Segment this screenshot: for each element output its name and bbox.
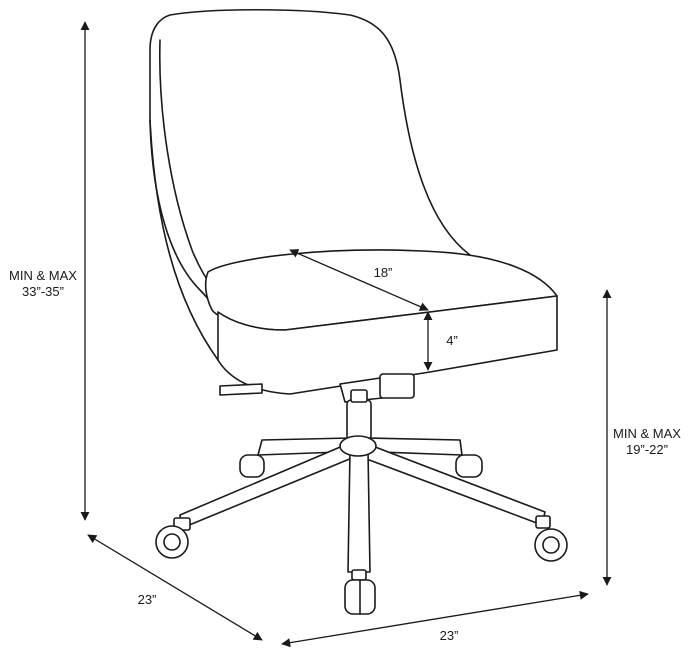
base-width-dimension-line: [281, 590, 589, 648]
backrest-inner-edge: [158, 39, 217, 293]
overall-height-label: MIN & MAX 33”-35”: [2, 268, 84, 300]
seat-depth-label: 18”: [373, 265, 393, 280]
seat-height-label-line1: MIN & MAX: [613, 426, 681, 441]
seat-front: [217, 295, 558, 395]
caster-back-left: [239, 454, 265, 478]
seat-depth-dimension-line: [289, 249, 429, 311]
overall-height-label-line2: 33”-35”: [22, 284, 64, 299]
base-depth-label: 23”: [137, 592, 157, 607]
caster-back-right: [455, 454, 483, 478]
caster-front-right: [534, 515, 568, 562]
caster-front-left: [155, 517, 191, 559]
overall-height-label-line1: MIN & MAX: [9, 268, 77, 283]
tension-knob: [379, 373, 415, 399]
height-lever: [219, 383, 263, 396]
seat-height-label-line2: 19”-22”: [626, 442, 668, 457]
caster-front-center: [344, 569, 376, 615]
star-base: [179, 435, 546, 573]
seat-thickness-label: 4”: [446, 333, 458, 348]
cylinder-collar: [350, 389, 368, 403]
base-depth-dimension-line: [87, 534, 263, 641]
base-width-label: 23”: [439, 628, 459, 643]
seat-height-label: MIN & MAX 19”-22”: [606, 426, 688, 458]
gas-cylinder: [346, 399, 372, 441]
